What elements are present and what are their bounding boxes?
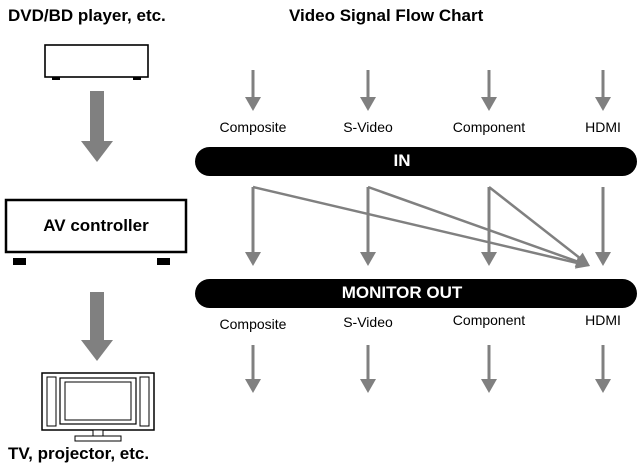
in-bar (195, 147, 637, 176)
display-device-label: TV, projector, etc. (8, 444, 150, 463)
output-arrow-component (481, 345, 497, 393)
output-label-component: Component (452, 312, 526, 328)
arrow-source-to-av (81, 91, 113, 162)
output-label-s-video: S-Video (343, 314, 393, 330)
dvd-player-device (44, 44, 149, 80)
input-label-component: Component (452, 119, 526, 135)
av-controller-device (4, 198, 188, 265)
signal-routing-arrows (245, 185, 611, 269)
pass-through-arrow-component (481, 187, 497, 266)
pass-through-arrow-composite (245, 187, 261, 266)
output-label-hdmi: HDMI (585, 312, 621, 328)
output-arrow-composite (245, 345, 261, 393)
monitor-out-bar-label: MONITOR OUT (341, 283, 463, 302)
input-arrow-s-video (360, 70, 376, 111)
convert-arrow-s-video-to-hdmi (367, 185, 590, 267)
monitor-out-bar (195, 279, 637, 308)
output-label-composite: Composite (219, 316, 287, 332)
pass-through-arrow-s-video (360, 187, 376, 266)
input-arrow-composite (245, 70, 261, 111)
chart-title: Video Signal Flow Chart (289, 6, 484, 25)
tv-display-device (41, 372, 155, 442)
input-arrow-component (481, 70, 497, 111)
input-label-hdmi: HDMI (585, 119, 621, 135)
av-controller-label: AV controller (43, 216, 149, 235)
output-arrow-hdmi (595, 345, 611, 393)
in-bar-label: IN (393, 151, 411, 170)
arrow-av-to-display (81, 292, 113, 361)
input-label-s-video: S-Video (343, 119, 393, 135)
input-label-composite: Composite (219, 119, 287, 135)
convert-arrow-component-to-hdmi (488, 186, 590, 266)
input-arrow-hdmi (595, 70, 611, 111)
source-device-label: DVD/BD player, etc. (8, 6, 166, 25)
output-arrows (245, 345, 611, 393)
input-arrows (245, 70, 611, 111)
output-arrow-s-video (360, 345, 376, 393)
pass-through-arrow-hdmi (595, 187, 611, 266)
